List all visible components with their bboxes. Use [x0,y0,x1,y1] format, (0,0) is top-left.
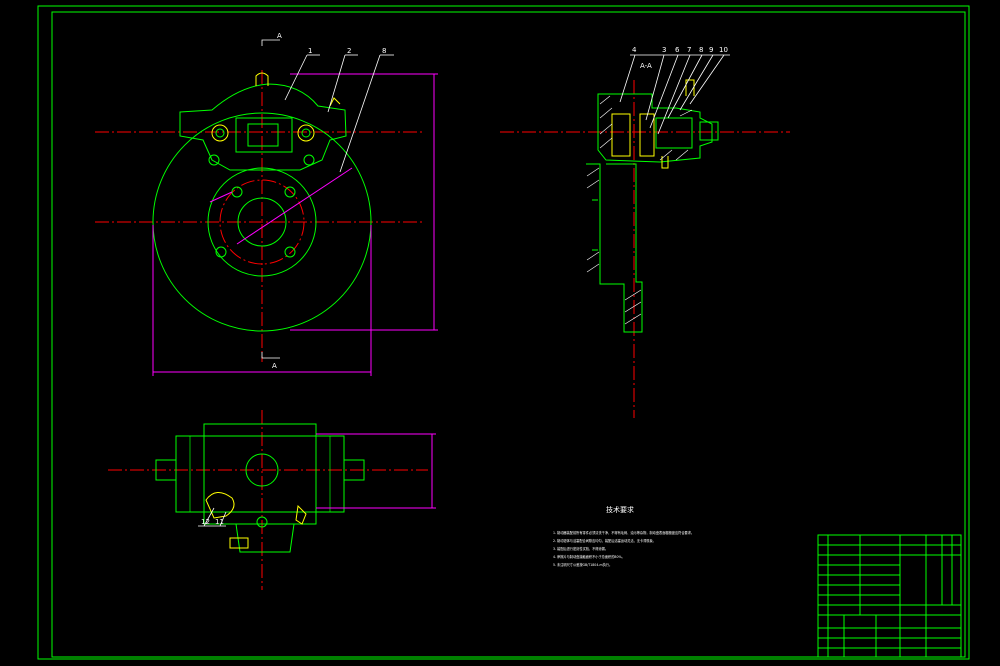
bottom-view: 12 11 [108,410,436,590]
tech-req-item-3: 3. 装配后进行密封性试验，不得渗漏。 [553,546,608,551]
balloon-10: 10 [719,46,728,54]
section-title: A-A [640,62,652,70]
balloon-12: 12 [201,518,210,526]
balloon-3: 3 [662,46,666,54]
tech-req-item-2: 2. 制动钳体与活塞配合间隙应均匀，装配后活塞运动灵活，无卡滞现象。 [553,538,656,543]
inner-frame [51,11,966,658]
balloon-9: 9 [709,46,713,54]
front-view: A A 1 2 8 [95,32,438,376]
section-mark-top: A [277,32,282,40]
balloon-7: 7 [687,46,691,54]
section-view-a-a: 4 3 6 7 8 9 10 A-A [500,46,790,418]
tech-req-item-5: 5. 未注明尺寸公差按GB/T1804-m执行。 [553,562,612,567]
balloon-2: 2 [347,47,351,55]
technical-requirements: 技术要求 1. 制动器装配前所有零件必须清洗干净，不得有毛刺、油污等杂物，制动盘… [553,505,694,567]
tech-req-item-4: 4. 摩擦片与制动盘接触面积不小于总面积的80%。 [553,554,625,559]
tech-req-item-1: 1. 制动器装配前所有零件必须清洗干净，不得有毛刺、油污等杂物，制动盘表面粗糙度… [553,530,694,535]
balloon-1: 1 [308,47,312,55]
tech-req-title: 技术要求 [606,505,634,514]
balloon-4: 4 [632,46,637,54]
balloon-11: 11 [215,518,224,526]
balloon-8: 8 [382,47,386,55]
balloon-8b: 8 [699,46,703,54]
title-block [817,534,962,658]
outer-frame [37,5,970,660]
section-mark-bottom: A [272,362,277,370]
balloon-6: 6 [675,46,680,54]
